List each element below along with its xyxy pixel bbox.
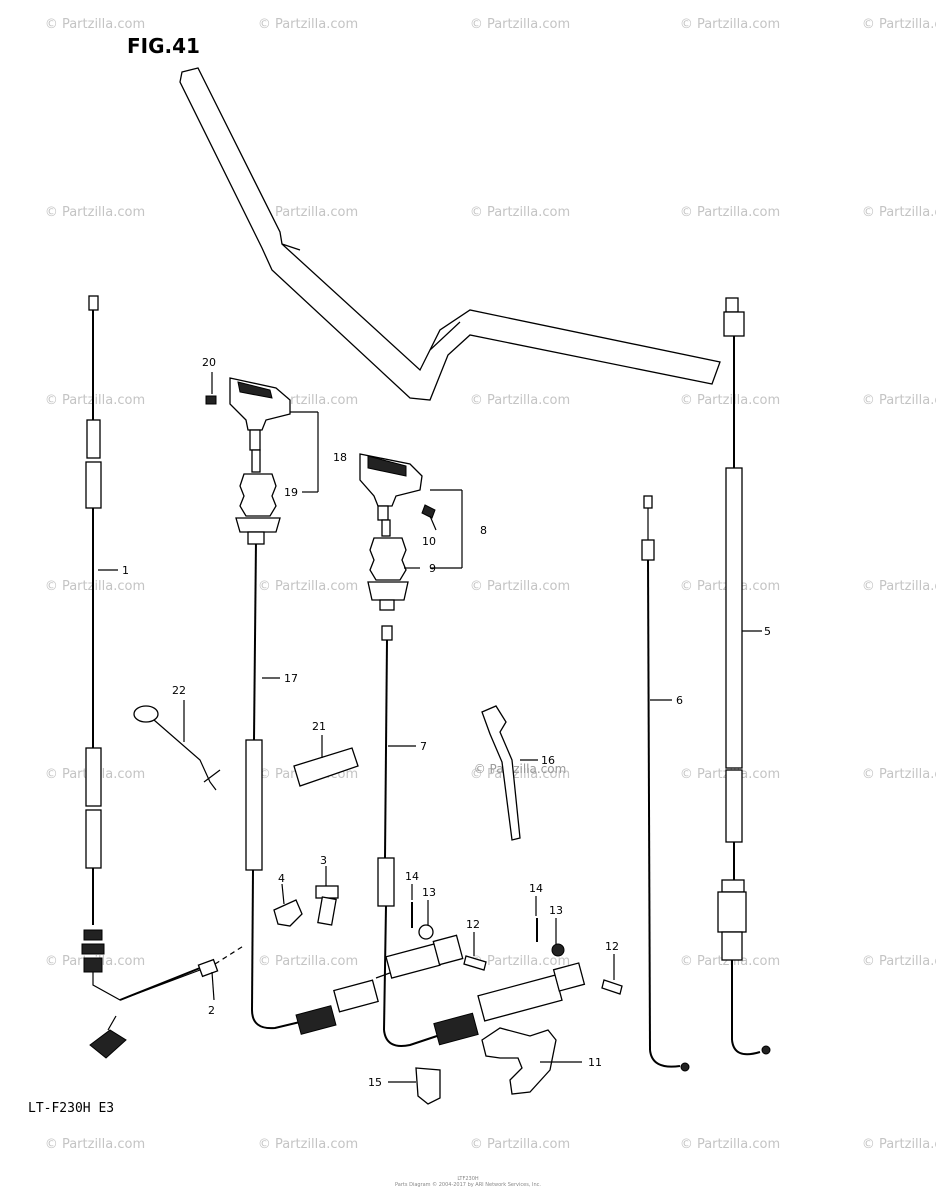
watermark-13: © Partzilla.com (680, 393, 780, 408)
watermark-5: © Partzilla.com (45, 205, 145, 220)
clamp-part-4[interactable] (273, 899, 303, 927)
watermark-center: © Partzilla.com (474, 762, 567, 776)
watermark-8: © Partzilla.com (680, 205, 780, 220)
watermark-14: © Partzilla.com (862, 393, 936, 408)
callout-11: 11 (588, 1056, 602, 1069)
leader-lines (98, 372, 762, 1083)
callout-13b: 13 (549, 904, 563, 917)
watermark-32: © Partzilla.com (470, 1137, 570, 1152)
watermark-30: © Partzilla.com (45, 1137, 145, 1152)
footer-line2: Parts Diagram © 2004-2017 by ARI Network… (395, 1181, 541, 1188)
callout-21: 21 (312, 720, 326, 733)
watermark-29: © Partzilla.com (862, 954, 936, 969)
watermark-3: © Partzilla.com (680, 17, 780, 32)
cable-part-6[interactable] (641, 495, 690, 1072)
callout-20: 20 (202, 356, 216, 369)
watermark-31: © Partzilla.com (258, 1137, 358, 1152)
callout-13a: 13 (422, 886, 436, 899)
clevis-upper[interactable] (385, 934, 464, 979)
callout-5: 5 (764, 625, 771, 638)
callout-12b: 12 (605, 940, 619, 953)
cable-part-17[interactable] (245, 539, 421, 1035)
watermark-0: © Partzilla.com (45, 17, 145, 32)
watermark-26: © Partzilla.com (258, 954, 358, 969)
boot-part-19[interactable] (235, 473, 281, 545)
clip-part-15[interactable] (415, 1067, 441, 1105)
watermark-22: © Partzilla.com (470, 767, 570, 782)
callout-22: 22 (172, 684, 186, 697)
cable-part-7[interactable] (377, 639, 581, 1047)
wire-part-22[interactable] (133, 705, 221, 791)
callout-8: 8 (480, 524, 487, 537)
watermark-6: © Partzilla.com (258, 205, 358, 220)
watermark-28: © Partzilla.com (680, 954, 780, 969)
watermark-33: © Partzilla.com (680, 1137, 780, 1152)
boot-part-9[interactable] (367, 537, 409, 641)
washer-part-13b[interactable] (551, 943, 565, 957)
figure-title: FIG.41 (127, 34, 200, 58)
callout-12a: 12 (466, 918, 480, 931)
bolt-part-12a[interactable] (463, 955, 487, 971)
callout-18: 18 (333, 451, 347, 464)
callout-16: 16 (541, 754, 555, 767)
watermark-10: © Partzilla.com (45, 393, 145, 408)
callout-4: 4 (278, 872, 285, 885)
watermark-1: © Partzilla.com (258, 17, 358, 32)
watermark-19: © Partzilla.com (862, 579, 936, 594)
watermark-15: © Partzilla.com (45, 579, 145, 594)
choke-knob-part-18[interactable] (229, 377, 291, 473)
adjuster-part-2[interactable] (197, 944, 246, 978)
handlebar[interactable] (179, 67, 721, 401)
watermark-12: © Partzilla.com (470, 393, 570, 408)
footer-line1: LTF230H (457, 1176, 479, 1182)
callout-2: 2 (208, 1004, 215, 1017)
watermark-24: © Partzilla.com (862, 767, 936, 782)
screw-part-20[interactable] (205, 395, 217, 405)
watermark-17: © Partzilla.com (470, 579, 570, 594)
plate-part-21[interactable] (293, 747, 359, 787)
callout-14a: 14 (405, 870, 419, 883)
callout-6: 6 (676, 694, 683, 707)
washer-part-13a[interactable] (418, 924, 434, 940)
cable-part-5[interactable] (717, 297, 771, 1056)
clevis-lower[interactable] (552, 962, 586, 992)
cable-part-1[interactable] (81, 295, 201, 1059)
callout-7: 7 (420, 740, 427, 753)
watermark-7: © Partzilla.com (470, 205, 570, 220)
watermark-9: © Partzilla.com (862, 205, 936, 220)
hose-part-16[interactable] (481, 705, 521, 841)
bracket-part-11[interactable] (481, 1027, 557, 1095)
callout-labels: 1 2 3 4 5 6 7 8 9 10 11 12 12 13 13 14 1… (122, 356, 771, 1089)
callout-3: 3 (320, 854, 327, 867)
watermark-2: © Partzilla.com (470, 17, 570, 32)
callout-10: 10 (422, 535, 436, 548)
bolt-part-3[interactable] (315, 885, 339, 926)
watermark-27: © Partzilla.com (470, 954, 570, 969)
watermark-4: © Partzilla.com (862, 17, 936, 32)
callout-17: 17 (284, 672, 298, 685)
model-code: LT-F230H E3 (28, 1101, 114, 1116)
callout-1: 1 (122, 564, 129, 577)
throttle-knob-part-8[interactable] (359, 453, 423, 537)
pin-part-10[interactable] (421, 504, 436, 519)
bolt-part-12b[interactable] (601, 979, 623, 995)
watermark-34: © Partzilla.com (862, 1137, 936, 1152)
callout-14b: 14 (529, 882, 543, 895)
callout-15: 15 (368, 1076, 382, 1089)
callout-19: 19 (284, 486, 298, 499)
callout-9: 9 (429, 562, 436, 575)
watermark-16: © Partzilla.com (258, 579, 358, 594)
